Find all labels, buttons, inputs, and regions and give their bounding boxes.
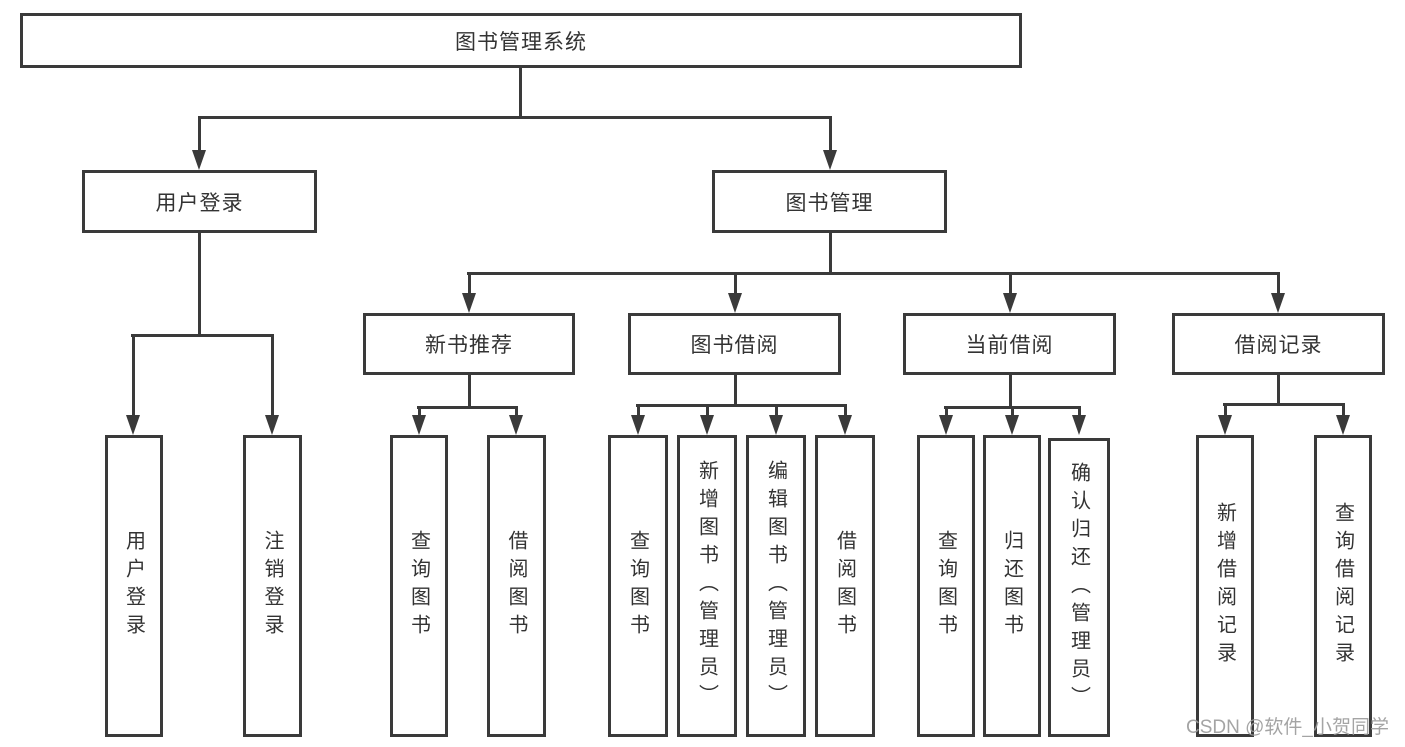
node-book-mgmt-label: 图书管理 [785,191,874,215]
connector-line [1223,403,1345,406]
connector-line [519,68,522,118]
csdn-watermark: CSDN @软件_小贺同学 [1186,717,1389,738]
node-current-borrow-label: 当前借阅 [965,334,1054,357]
leaf-user-login: 用户登录 [105,435,163,737]
arrow-down-icon [1218,415,1232,435]
connector-line [271,334,274,419]
connector-line [198,116,832,119]
leaf-newbooks-borrow-label: 借阅图书 [505,530,527,642]
leaf-records-add: 新增借阅记录 [1196,435,1254,737]
leaf-current-confirm: 确认归还（管理员） [1048,438,1110,737]
arrow-down-icon [1072,415,1086,435]
leaf-user-login-label: 用户登录 [122,530,145,642]
node-new-books: 新书推荐 [363,313,575,375]
connector-line [467,272,1280,275]
leaf-current-confirm-label: 确认归还（管理员） [1067,461,1090,714]
arrow-down-icon [1336,415,1350,435]
leaf-newbooks-borrow: 借阅图书 [487,435,546,737]
arrow-down-icon [700,415,714,435]
leaf-borrow-edit-label: 编辑图书（管理员） [764,460,787,712]
node-root: 图书管理系统 [20,13,1022,68]
connector-line [706,404,709,418]
connector-line [417,406,518,409]
connector-line [636,404,847,407]
connector-line [131,334,274,337]
connector-line [1277,375,1280,406]
leaf-current-return-label: 归还图书 [1000,530,1023,642]
leaf-records-add-label: 新增借阅记录 [1213,502,1236,670]
leaf-logout: 注销登录 [243,435,302,737]
connector-line [945,406,948,419]
connector-line [468,272,471,297]
connector-line [775,404,778,418]
connector-line [1011,406,1014,419]
connector-line [734,375,737,407]
leaf-borrow-add-label: 新增图书（管理员） [695,460,718,712]
arrow-down-icon [823,150,837,170]
arrow-down-icon [728,293,742,313]
connector-line [515,406,518,419]
connector-line [734,272,737,297]
leaf-current-query: 查询图书 [917,435,975,737]
leaf-logout-label: 注销登录 [261,530,283,642]
arrow-down-icon [1003,293,1017,313]
arrow-down-icon [631,415,645,435]
node-book-mgmt: 图书管理 [712,170,947,233]
connector-line [637,404,640,418]
leaf-borrow-query-label: 查询图书 [626,530,649,642]
leaf-current-return: 归还图书 [983,435,1041,737]
connector-line [132,334,135,419]
node-user-login: 用户登录 [82,170,317,233]
arrow-down-icon [126,415,140,435]
node-borrow-records-label: 借阅记录 [1234,334,1323,357]
arrow-down-icon [769,415,783,435]
arrow-down-icon [1005,415,1019,435]
connector-line [1224,403,1227,418]
arrow-down-icon [265,415,279,435]
connector-line [198,233,201,337]
leaf-borrow-borrow-label: 借阅图书 [833,530,856,642]
connector-line [198,116,201,154]
connector-line [1078,406,1081,419]
leaf-records-query-label: 查询借阅记录 [1331,502,1354,670]
connector-line [468,375,471,408]
leaf-newbooks-query: 查询图书 [390,435,448,737]
connector-line [829,233,832,275]
connector-line [1277,272,1280,297]
node-current-borrow: 当前借阅 [903,313,1116,375]
leaf-borrow-query: 查询图书 [608,435,668,737]
arrow-down-icon [462,293,476,313]
arrow-down-icon [192,150,206,170]
connector-line [1009,272,1012,297]
leaf-current-query-label: 查询图书 [934,530,957,642]
leaf-borrow-add: 新增图书（管理员） [677,435,737,737]
arrow-down-icon [509,415,523,435]
arrow-down-icon [412,415,426,435]
leaf-borrow-edit: 编辑图书（管理员） [746,435,806,737]
leaf-borrow-borrow: 借阅图书 [815,435,875,737]
connector-line [829,116,832,154]
arrow-down-icon [939,415,953,435]
connector-line [418,406,421,419]
leaf-records-query: 查询借阅记录 [1314,435,1372,737]
node-user-login-label: 用户登录 [155,191,244,215]
node-borrow-records: 借阅记录 [1172,313,1385,375]
node-book-borrow: 图书借阅 [628,313,841,375]
connector-line [1342,403,1345,418]
arrow-down-icon [1271,293,1285,313]
connector-line [1009,375,1012,408]
connector-line [844,404,847,418]
leaf-newbooks-query-label: 查询图书 [407,530,430,642]
node-book-borrow-label: 图书借阅 [690,334,779,357]
node-new-books-label: 新书推荐 [425,334,513,357]
node-root-label: 图书管理系统 [455,30,587,54]
arrow-down-icon [838,415,852,435]
